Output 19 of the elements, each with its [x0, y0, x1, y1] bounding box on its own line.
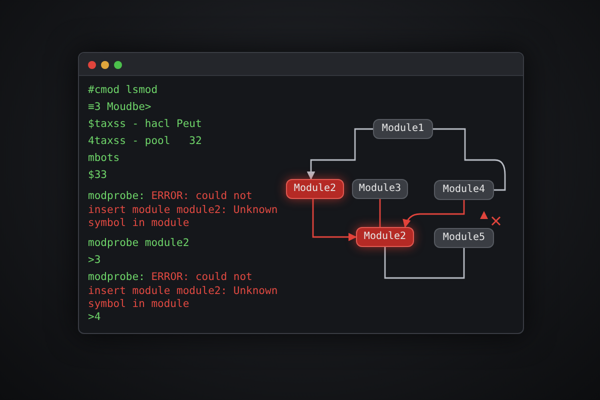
terminal-line: >3 [88, 254, 101, 268]
terminal-line: $taxss - hacl Peut [88, 118, 202, 132]
connector-arrow [312, 199, 357, 242]
module-box: Module4 [434, 180, 494, 200]
module-box: Module2 [356, 227, 414, 247]
terminal-line: #cmod lsmod [88, 84, 158, 98]
terminal-line: modprobe: ERROR: could not insert module module2: Unknown symbol in module [88, 271, 278, 312]
terminal-line: ≡3 Moudbe> [88, 101, 152, 114]
module-box: Module1 [373, 119, 433, 139]
terminal-line: $33 [88, 169, 107, 182]
module-box: Module5 [434, 228, 494, 248]
connector-arrow [306, 128, 373, 180]
terminal-line: modprobe: ERROR: could not insert module module2: Unknown symbol in module [88, 190, 278, 230]
module-box: Module3 [352, 179, 408, 199]
terminal-line: modprobe module2 [88, 237, 190, 250]
terminal-line: mbots [88, 152, 120, 166]
terminal-line: >4 [88, 311, 101, 324]
module-box: Module2 [286, 179, 344, 199]
terminal-line: 4taxss - pool 32 [88, 135, 202, 148]
